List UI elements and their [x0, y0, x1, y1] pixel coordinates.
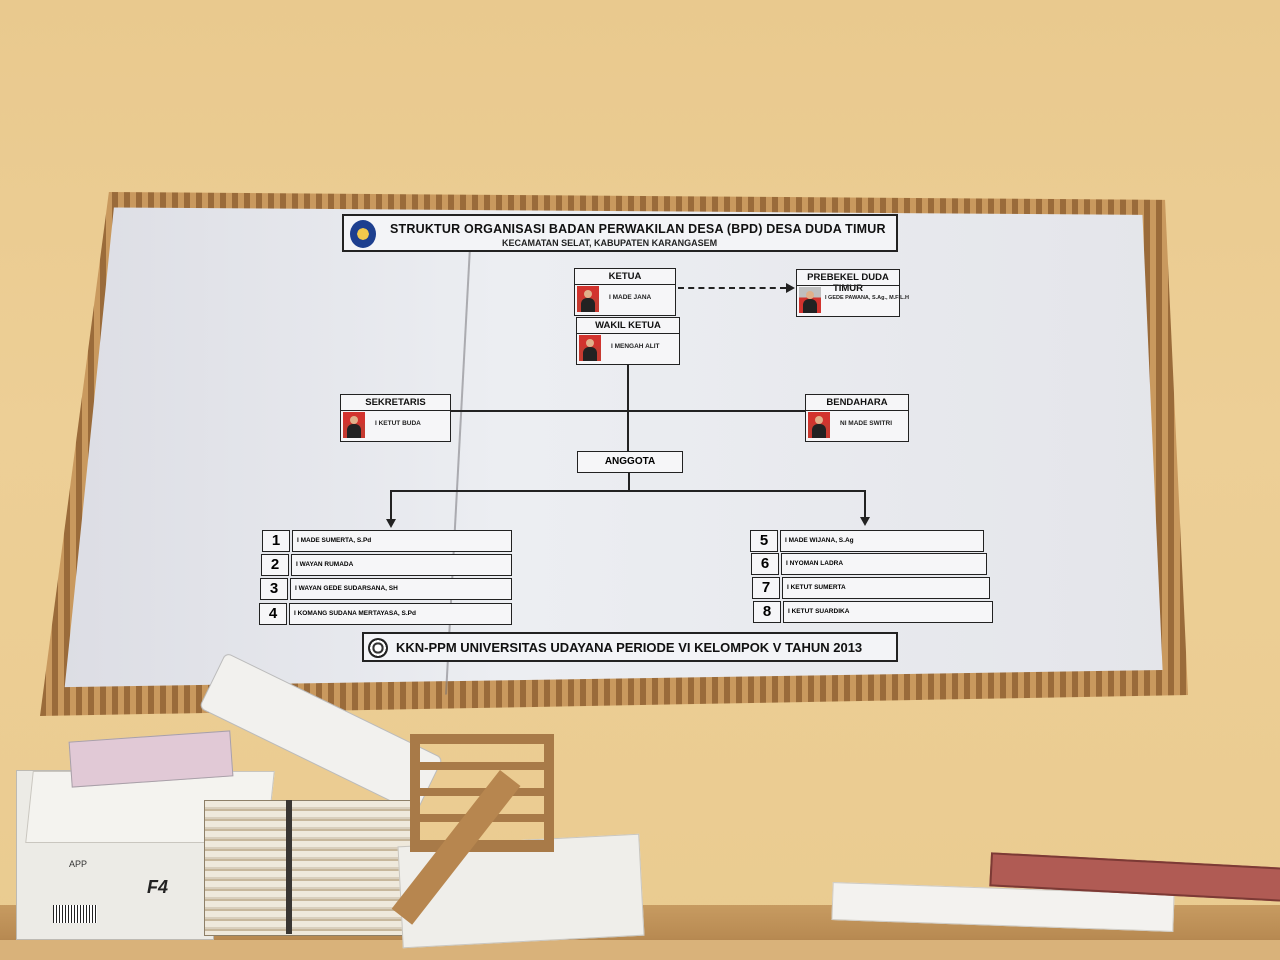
member-name: I MADE WIJANA, S.Ag: [780, 530, 984, 552]
member-name: I KETUT SUARDIKA: [783, 601, 993, 623]
chart-title-box: STRUKTUR ORGANISASI BADAN PERWAKILAN DES…: [342, 214, 898, 252]
member-number: 1: [262, 530, 290, 552]
ketua-name: I MADE JANA: [609, 294, 652, 301]
divider: [797, 285, 899, 286]
sekretaris-box: SEKRETARIS I KETUT BUDA: [340, 394, 451, 442]
horizontal-connector: [451, 410, 807, 412]
member-name: I WAYAN RUMADA: [291, 554, 512, 576]
member-number: 2: [261, 554, 289, 576]
prebekel-role: PREBEKEL DUDA TIMUR: [807, 272, 889, 294]
member-number: 5: [750, 530, 778, 552]
bendahara-photo: [808, 412, 830, 438]
arrow-down-icon: [386, 519, 396, 528]
shelf-edge: [0, 940, 1280, 960]
bendahara-name: NI MADE SWITRI: [840, 420, 892, 427]
university-logo-icon: [368, 638, 388, 658]
chart-title: STRUKTUR ORGANISASI BADAN PERWAKILAN DES…: [390, 222, 886, 236]
box-size-label: F4: [147, 877, 169, 897]
ketua-prebekel-link: [678, 287, 786, 289]
member-name: I NYOMAN LADRA: [781, 553, 987, 575]
member-number: 3: [260, 578, 288, 600]
barcode-icon: [53, 905, 97, 923]
book-string: [286, 800, 292, 934]
regency-logo-icon: [350, 220, 376, 248]
ketua-box: KETUA I MADE JANA: [574, 268, 676, 316]
member-name: I MADE SUMERTA, S.Pd: [292, 530, 512, 552]
arrow-right-icon: [786, 283, 795, 293]
member-row: 1 I MADE SUMERTA, S.Pd: [262, 530, 512, 552]
sekretaris-role: SEKRETARIS: [365, 397, 426, 408]
member-number: 6: [751, 553, 779, 575]
member-number: 7: [752, 577, 780, 599]
right-branch: [864, 490, 866, 518]
divider: [577, 333, 679, 334]
footer-text: KKN-PPM UNIVERSITAS UDAYANA PERIODE VI K…: [396, 640, 863, 655]
chart-subtitle: KECAMATAN SELAT, KABUPATEN KARANGASEM: [502, 238, 718, 248]
prebekel-name: I GEDE PAWANA, S.Ag., M.FIL.H: [825, 295, 909, 301]
bendahara-box: BENDAHARA NI MADE SWITRI: [805, 394, 909, 442]
member-name: I KETUT SUMERTA: [782, 577, 990, 599]
divider: [341, 410, 450, 411]
member-row: 4 I KOMANG SUDANA MERTAYASA, S.Pd: [259, 603, 512, 625]
sekretaris-photo: [343, 412, 365, 438]
member-row: 7 I KETUT SUMERTA: [752, 577, 990, 599]
anggota-connector: [628, 473, 630, 491]
anggota-box: ANGGOTA: [577, 451, 683, 473]
member-number: 8: [753, 601, 781, 623]
bendahara-role: BENDAHARA: [826, 397, 888, 408]
member-row: 6 I NYOMAN LADRA: [751, 553, 987, 575]
member-name: I WAYAN GEDE SUDARSANA, SH: [290, 578, 512, 600]
member-number: 4: [259, 603, 287, 625]
ketua-role: KETUA: [608, 271, 642, 282]
book-stack: [204, 800, 412, 936]
member-row: 8 I KETUT SUARDIKA: [753, 601, 993, 623]
member-name: I KOMANG SUDANA MERTAYASA, S.Pd: [289, 603, 512, 625]
sekretaris-name: I KETUT BUDA: [375, 420, 421, 427]
ketua-photo: [577, 286, 599, 312]
member-row: 5 I MADE WIJANA, S.Ag: [750, 530, 984, 552]
member-row: 2 I WAYAN RUMADA: [261, 554, 512, 576]
arrow-down-icon: [860, 517, 870, 526]
wakil-ketua-photo: [579, 335, 601, 361]
prebekel-box: PREBEKEL DUDA TIMUR I GEDE PAWANA, S.Ag.…: [796, 269, 909, 317]
wakil-ketua-name: I MENGAH ALIT: [611, 343, 660, 350]
anggota-branch: [390, 490, 866, 492]
vertical-connector: [627, 365, 629, 451]
divider: [575, 284, 675, 285]
left-branch: [390, 490, 392, 520]
cardboard-box: APP F4: [16, 770, 275, 940]
wakil-ketua-box: WAKIL KETUA I MENGAH ALIT: [576, 317, 680, 365]
box-brand: APP: [69, 859, 88, 869]
prebekel-photo: [799, 287, 821, 313]
member-row: 3 I WAYAN GEDE SUDARSANA, SH: [260, 578, 512, 600]
wakil-ketua-role: WAKIL KETUA: [595, 320, 661, 331]
divider: [806, 410, 908, 411]
footer-box: KKN-PPM UNIVERSITAS UDAYANA PERIODE VI K…: [362, 632, 898, 662]
